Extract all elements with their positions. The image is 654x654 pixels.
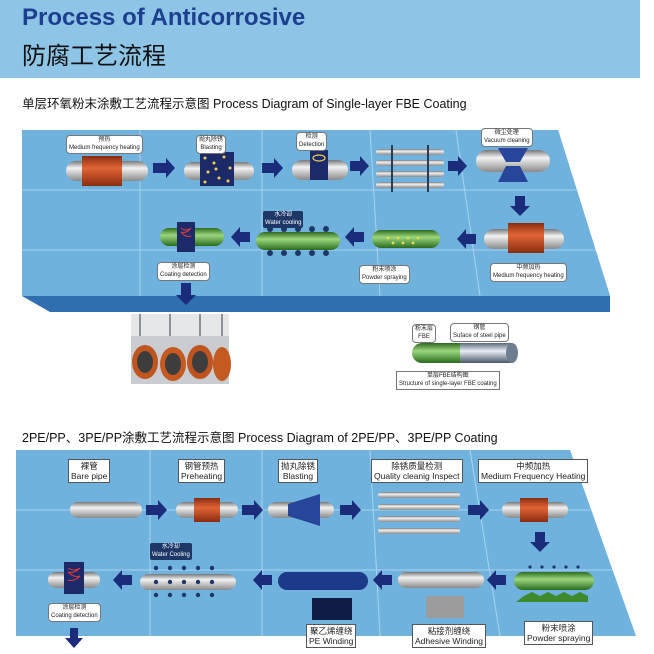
fbe-flow-arrows — [153, 156, 530, 305]
pe-section-title: 2PE/PP、3PE/PP涂敷工艺流程示意图 Process Diagram o… — [22, 431, 498, 445]
fbe-vacuum-station — [476, 148, 550, 182]
fbe-powder-station — [372, 230, 440, 248]
header-banner: Process of Anticorrosive 防腐工艺流程 — [0, 0, 640, 78]
fbe-pipe-rack — [376, 145, 444, 192]
pe-powder-station — [514, 565, 594, 602]
pe-bare-pipe — [70, 502, 142, 518]
pe-preheat-station — [176, 498, 238, 522]
fbe-structure-pipe — [412, 343, 518, 363]
pe-blasting-station — [268, 494, 334, 526]
pe-medium-heating-station — [502, 498, 568, 522]
pe-inspect-rack — [378, 492, 460, 534]
pe-coating-detection-station — [48, 562, 100, 594]
fbe-blasting-station — [184, 152, 254, 186]
fbe-preheat-station — [66, 156, 148, 186]
coated-pipes-photo — [131, 314, 231, 384]
fbe-section-title: 单层环氧粉末涂敷工艺流程示意图 Process Diagram of Singl… — [22, 97, 467, 111]
fbe-coating-detection-station — [160, 222, 224, 252]
page-title-cn: 防腐工艺流程 — [22, 43, 166, 70]
pe-water-cooling-station — [140, 565, 236, 598]
page-title: Process of Anticorrosive — [22, 4, 306, 31]
pe-flow-arrows — [65, 500, 550, 648]
fbe-water-cooling-station — [256, 226, 340, 256]
fbe-medium-heating-station — [484, 223, 564, 253]
pe-adhesive-station — [398, 572, 484, 618]
fbe-detection-station — [292, 150, 348, 180]
pe-pewinding-station — [278, 572, 368, 620]
